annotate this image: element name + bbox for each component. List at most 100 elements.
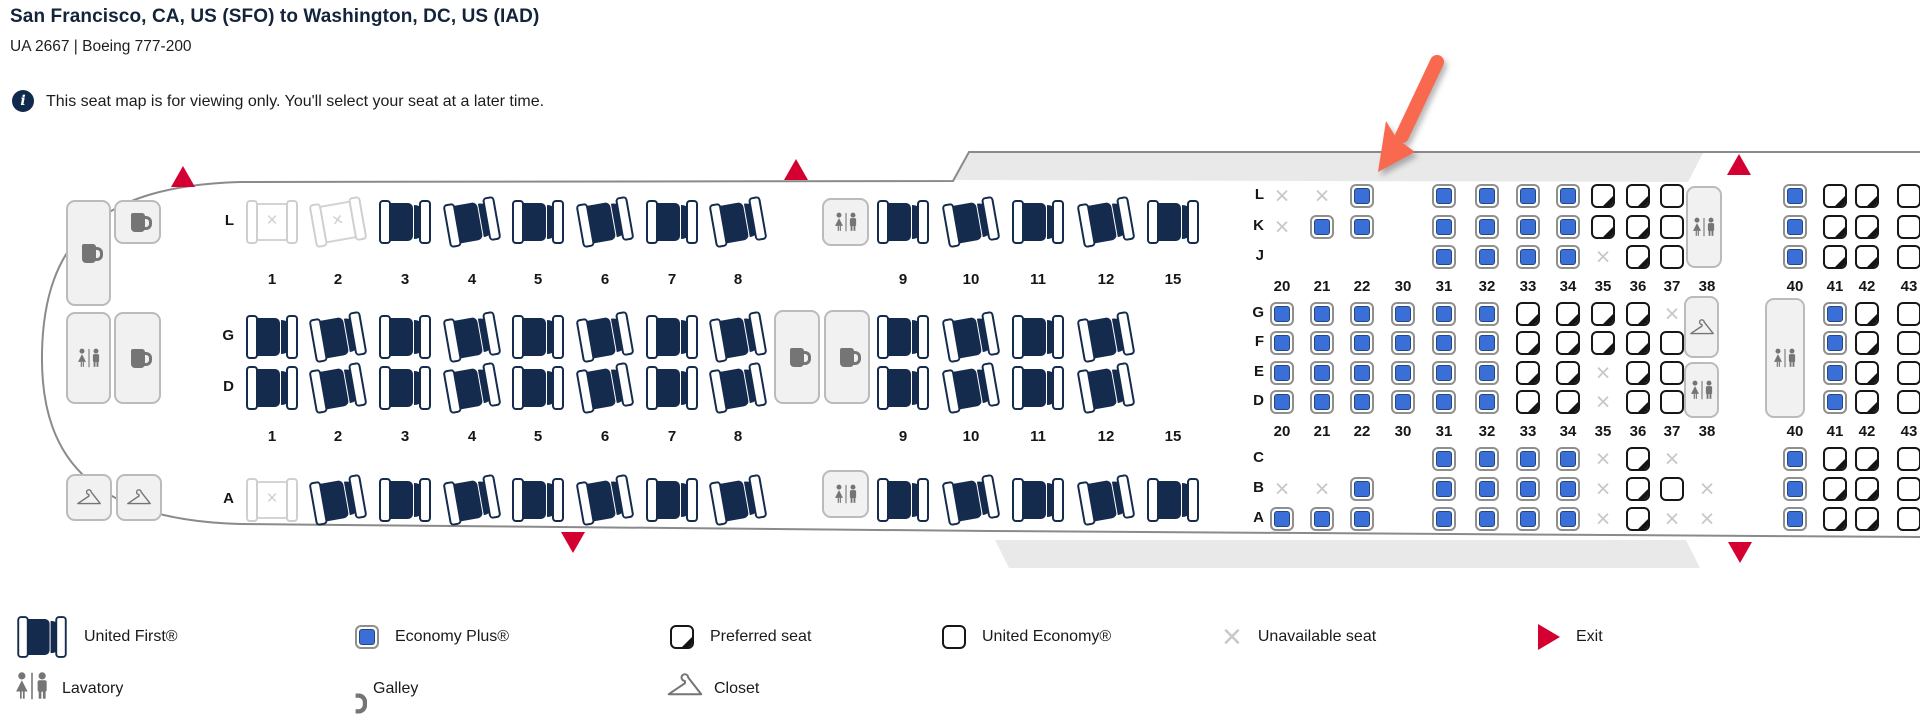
seat-36G[interactable] [1626, 302, 1650, 326]
seat-41F[interactable] [1823, 331, 1847, 355]
seat-41A[interactable] [1823, 507, 1847, 531]
seat-42J[interactable] [1855, 245, 1879, 269]
seat-11G[interactable] [1012, 315, 1064, 359]
seat-34E[interactable] [1556, 361, 1580, 385]
seat-42F[interactable] [1855, 331, 1879, 355]
seat-34K[interactable] [1556, 215, 1580, 239]
seat-35K[interactable] [1591, 215, 1615, 239]
seat-33D[interactable] [1516, 390, 1540, 414]
seat-34D[interactable] [1556, 390, 1580, 414]
seat-31J[interactable] [1432, 245, 1456, 269]
seat-35L[interactable] [1591, 184, 1615, 208]
seat-41B[interactable] [1823, 477, 1847, 501]
seat-30G[interactable] [1391, 302, 1415, 326]
seat-37K[interactable] [1660, 215, 1684, 239]
seat-36A[interactable] [1626, 507, 1650, 531]
seat-37D[interactable] [1660, 390, 1684, 414]
seat-33K[interactable] [1516, 215, 1540, 239]
seat-31K[interactable] [1432, 215, 1456, 239]
seat-32F[interactable] [1475, 331, 1499, 355]
seat-3G[interactable] [379, 315, 431, 359]
seat-41D[interactable] [1823, 390, 1847, 414]
seat-42A[interactable] [1855, 507, 1879, 531]
seat-32C[interactable] [1475, 447, 1499, 471]
seat-32K[interactable] [1475, 215, 1499, 239]
seat-40C[interactable] [1783, 447, 1807, 471]
seat-34C[interactable] [1556, 447, 1580, 471]
seat-33C[interactable] [1516, 447, 1540, 471]
seat-3L[interactable] [379, 200, 431, 244]
seat-20A[interactable] [1270, 507, 1294, 531]
seat-33F[interactable] [1516, 331, 1540, 355]
seat-37F[interactable] [1660, 331, 1684, 355]
seat-33E[interactable] [1516, 361, 1540, 385]
seat-5L[interactable] [512, 200, 564, 244]
seat-41L[interactable] [1823, 184, 1847, 208]
seat-42G[interactable] [1855, 302, 1879, 326]
seat-22D[interactable] [1350, 390, 1374, 414]
seat-33L[interactable] [1516, 184, 1540, 208]
seat-22L[interactable] [1350, 184, 1374, 208]
seat-31C[interactable] [1432, 447, 1456, 471]
seat-41C[interactable] [1823, 447, 1847, 471]
seat-21K[interactable] [1310, 215, 1334, 239]
seat-41G[interactable] [1823, 302, 1847, 326]
seat-40K[interactable] [1783, 215, 1807, 239]
seat-35G[interactable] [1591, 302, 1615, 326]
seat-31E[interactable] [1432, 361, 1456, 385]
seat-22F[interactable] [1350, 331, 1374, 355]
seat-37B[interactable] [1660, 477, 1684, 501]
seat-15L[interactable] [1147, 200, 1199, 244]
seat-22E[interactable] [1350, 361, 1374, 385]
seat-40B[interactable] [1783, 477, 1807, 501]
seat-36E[interactable] [1626, 361, 1650, 385]
seat-5A[interactable] [512, 478, 564, 522]
seat-42E[interactable] [1855, 361, 1879, 385]
seat-30D[interactable] [1391, 390, 1415, 414]
seat-9A[interactable] [877, 478, 929, 522]
seat-9L[interactable] [877, 200, 929, 244]
seat-21D[interactable] [1310, 390, 1334, 414]
seat-7L[interactable] [646, 200, 698, 244]
seat-21E[interactable] [1310, 361, 1334, 385]
seat-36F[interactable] [1626, 331, 1650, 355]
seat-37J[interactable] [1660, 245, 1684, 269]
seat-1D[interactable] [246, 366, 298, 410]
seat-32G[interactable] [1475, 302, 1499, 326]
seat-33G[interactable] [1516, 302, 1540, 326]
seat-37L[interactable] [1660, 184, 1684, 208]
seat-11A[interactable] [1012, 478, 1064, 522]
seat-21F[interactable] [1310, 331, 1334, 355]
seat-20E[interactable] [1270, 361, 1294, 385]
seat-11L[interactable] [1012, 200, 1064, 244]
seat-36C[interactable] [1626, 447, 1650, 471]
seat-20F[interactable] [1270, 331, 1294, 355]
seat-31G[interactable] [1432, 302, 1456, 326]
seat-42C[interactable] [1855, 447, 1879, 471]
seat-41K[interactable] [1823, 215, 1847, 239]
seat-36L[interactable] [1626, 184, 1650, 208]
seat-30F[interactable] [1391, 331, 1415, 355]
seat-22G[interactable] [1350, 302, 1374, 326]
seat-7A[interactable] [646, 478, 698, 522]
seat-9D[interactable] [877, 366, 929, 410]
seat-22A[interactable] [1350, 507, 1374, 531]
seat-31F[interactable] [1432, 331, 1456, 355]
seat-35F[interactable] [1591, 331, 1615, 355]
seat-11D[interactable] [1012, 366, 1064, 410]
seat-7G[interactable] [646, 315, 698, 359]
seat-3A[interactable] [379, 478, 431, 522]
seat-40L[interactable] [1783, 184, 1807, 208]
seat-5D[interactable] [512, 366, 564, 410]
seat-42D[interactable] [1855, 390, 1879, 414]
seat-15A[interactable] [1147, 478, 1199, 522]
seat-34J[interactable] [1556, 245, 1580, 269]
seat-32J[interactable] [1475, 245, 1499, 269]
seat-36D[interactable] [1626, 390, 1650, 414]
seat-36J[interactable] [1626, 245, 1650, 269]
seat-31A[interactable] [1432, 507, 1456, 531]
seat-40J[interactable] [1783, 245, 1807, 269]
seat-20G[interactable] [1270, 302, 1294, 326]
seat-32A[interactable] [1475, 507, 1499, 531]
seat-30E[interactable] [1391, 361, 1415, 385]
